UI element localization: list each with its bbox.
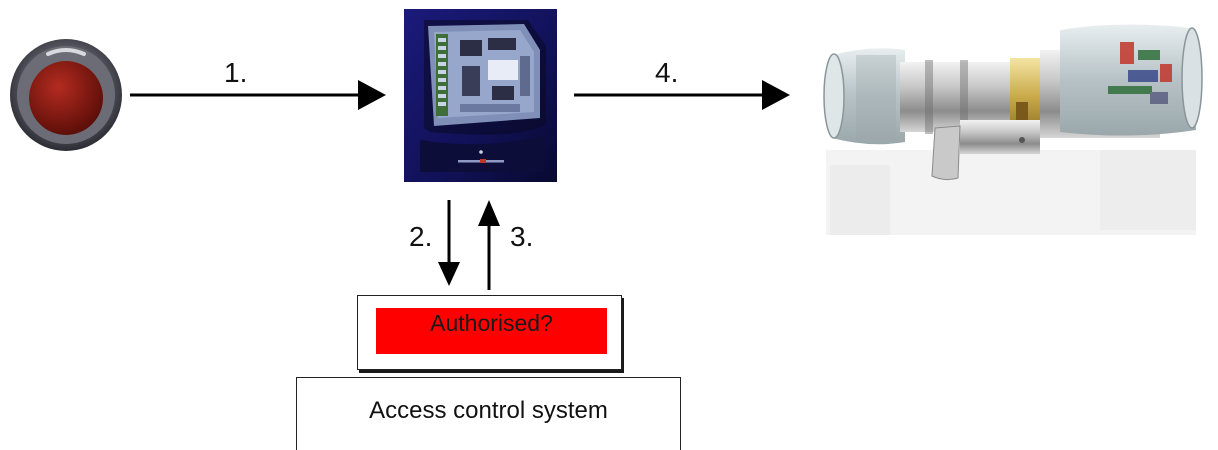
electronic-lock-cylinder-icon	[823, 24, 1203, 235]
step-label-4: 4.	[655, 57, 679, 88]
door-controller-board-icon	[404, 9, 557, 182]
step-label-3: 3.	[510, 221, 534, 252]
authorisation-panel: Authorised?	[357, 295, 622, 370]
step-label-2: 2.	[409, 221, 433, 252]
arrow-2	[438, 200, 460, 286]
step-label-1: 1.	[224, 57, 248, 88]
arrow-3	[478, 200, 500, 290]
arrow-1	[130, 80, 386, 110]
authorisation-label: Authorised?	[430, 310, 553, 336]
authorisation-check-box: Authorised?	[376, 308, 607, 354]
rfid-key-fob-icon	[10, 39, 122, 151]
access-control-system-label: Access control system	[369, 397, 608, 424]
arrow-4	[574, 80, 790, 110]
access-control-system-box: Access control system	[296, 377, 681, 450]
